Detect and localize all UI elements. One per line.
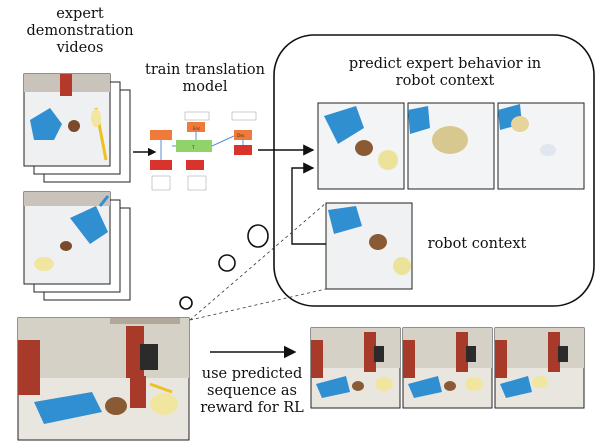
predicted-frame-2 — [407, 102, 495, 190]
enc-block-label: Enc — [193, 126, 200, 131]
expert-videos-line-2: demonstration — [26, 23, 134, 39]
translation-model-diagram: Enc Dec T — [150, 111, 257, 191]
reward-line-1: use predicted — [201, 366, 303, 382]
robot-context-frame — [325, 202, 413, 290]
train-model-line-1: train translation — [145, 62, 265, 78]
thought-bubble-small — [179, 296, 193, 310]
thought-bubble-medium — [218, 254, 236, 272]
expert-video-stack-1 — [23, 73, 131, 183]
reward-line-2: sequence as — [207, 383, 297, 399]
predict-behavior-line-2: robot context — [395, 73, 495, 89]
reward-label: use predicted sequence as reward for RL — [196, 366, 308, 417]
expert-video-stack-2 — [23, 191, 131, 301]
predict-behavior-label: predict expert behavior in robot context — [330, 56, 560, 90]
expert-videos-label: expert demonstration videos — [24, 6, 136, 57]
dec-block-label: Dec — [237, 133, 245, 138]
robot-context-text: robot context — [427, 236, 527, 252]
robot-context-label: robot context — [422, 236, 532, 253]
train-model-label: train translation model — [140, 62, 270, 96]
prediction-box — [273, 34, 595, 307]
predict-behavior-line-1: predict expert behavior in — [348, 56, 542, 72]
predicted-frame-1 — [317, 102, 405, 190]
rl-frame-2 — [402, 327, 493, 409]
predicted-frame-3 — [497, 102, 585, 190]
t-block-label: T — [191, 145, 195, 150]
reward-line-3: reward for RL — [200, 400, 304, 416]
expert-videos-line-3: videos — [56, 40, 104, 56]
rl-frame-3 — [494, 327, 585, 409]
rl-frame-1 — [310, 327, 401, 409]
train-model-line-2: model — [182, 79, 228, 95]
expert-videos-line-1: expert — [56, 6, 104, 22]
robot-scene-photo — [17, 317, 190, 441]
thought-bubble-large — [247, 224, 269, 248]
